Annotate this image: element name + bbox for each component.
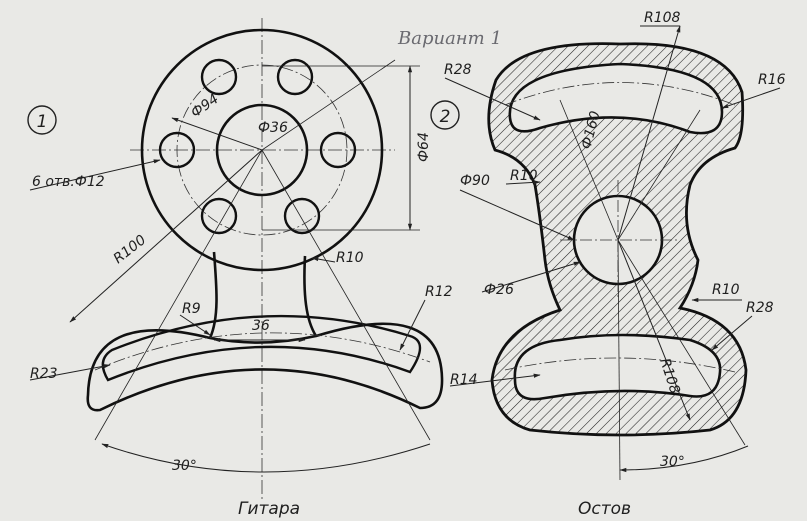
arc-slot [101, 314, 422, 382]
bolt-circle [176, 64, 348, 236]
label-r28-bottom: R28 [746, 300, 774, 316]
arc-centerline [94, 332, 431, 371]
label-r16: R16 [758, 72, 786, 88]
arc-body-outer [86, 322, 444, 412]
leader-dia26 [481, 261, 581, 293]
label-r10: R10 [336, 250, 364, 266]
dim-outer-dia [171, 117, 263, 151]
label-angle: 30° [172, 458, 197, 474]
leader-r28-bottom [711, 315, 753, 351]
dim-r108-top [617, 25, 681, 241]
inner-circle [215, 103, 309, 197]
leader-r28-top [444, 77, 541, 121]
figure-2-number: 2 [440, 107, 451, 127]
label-r108-top: R108 [644, 10, 681, 26]
hole [319, 131, 357, 169]
ray-bottom [617, 239, 621, 481]
leader-r14 [449, 373, 541, 387]
leader-dia90 [459, 189, 575, 241]
label-holes: 6 отв.Ф12 [32, 174, 105, 190]
dim-r100 [69, 149, 263, 323]
leader-r23 [29, 364, 111, 381]
bottom-arc-centerline [504, 357, 736, 373]
ray-upper-left [559, 99, 619, 241]
label-r100: R100 [111, 232, 150, 267]
leader-r10-left [505, 180, 541, 185]
dim-angle-arc [101, 443, 431, 473]
label-r9: R9 [182, 301, 201, 317]
hole [158, 131, 196, 169]
hole [200, 197, 238, 235]
leader-r9 [179, 314, 211, 336]
variant-title: Вариант 1 [397, 28, 502, 49]
leader-r16 [721, 87, 781, 109]
ray-right-low [261, 149, 431, 441]
outer-circle [140, 28, 384, 272]
ray-left [94, 149, 263, 441]
label-r10-left: R10 [510, 168, 538, 184]
figure-1-name: Гитара [238, 499, 300, 519]
top-arc-centerline [504, 82, 736, 106]
label-height: Ф64 [416, 132, 432, 162]
label-r14: R14 [450, 372, 478, 388]
label-dia26: Ф26 [484, 282, 514, 298]
figure-2-frame: 2 R108 R28 R16 Ф90 R [430, 10, 786, 519]
label-neck-width: 36 [252, 318, 270, 334]
leader-holes [29, 159, 161, 191]
leader-r10 [311, 257, 336, 263]
ray-upper-right [617, 109, 701, 241]
figure-1-number: 1 [37, 112, 48, 132]
hole [200, 58, 238, 96]
ray-right [261, 59, 396, 151]
hole [283, 197, 321, 235]
label-angle: 30° [660, 454, 685, 470]
dim-r108-bottom [617, 239, 691, 421]
top-slot [508, 62, 724, 135]
label-outer-dia: Ф94 [188, 91, 222, 121]
figure-1-number-circle [27, 105, 57, 135]
neck-right [303, 255, 318, 337]
neck-left [208, 251, 218, 339]
label-r10-right: R10 [712, 282, 740, 298]
label-inner-dia: Ф36 [258, 120, 288, 136]
label-r23: R23 [30, 366, 58, 382]
figure-2-name: Остов [578, 499, 631, 519]
holes [158, 58, 357, 235]
hole [276, 58, 314, 96]
label-r12: R12 [425, 284, 453, 300]
bottom-slot [513, 333, 722, 401]
figure-2-number-circle [430, 100, 460, 130]
figure-1-guitar: 1 [27, 18, 453, 519]
ray-bottom-right [617, 239, 746, 446]
label-dia90: Ф90 [460, 173, 490, 189]
label-r28-top: R28 [444, 62, 472, 78]
leader-r12 [399, 299, 426, 351]
dim-angle-arc [619, 445, 749, 473]
